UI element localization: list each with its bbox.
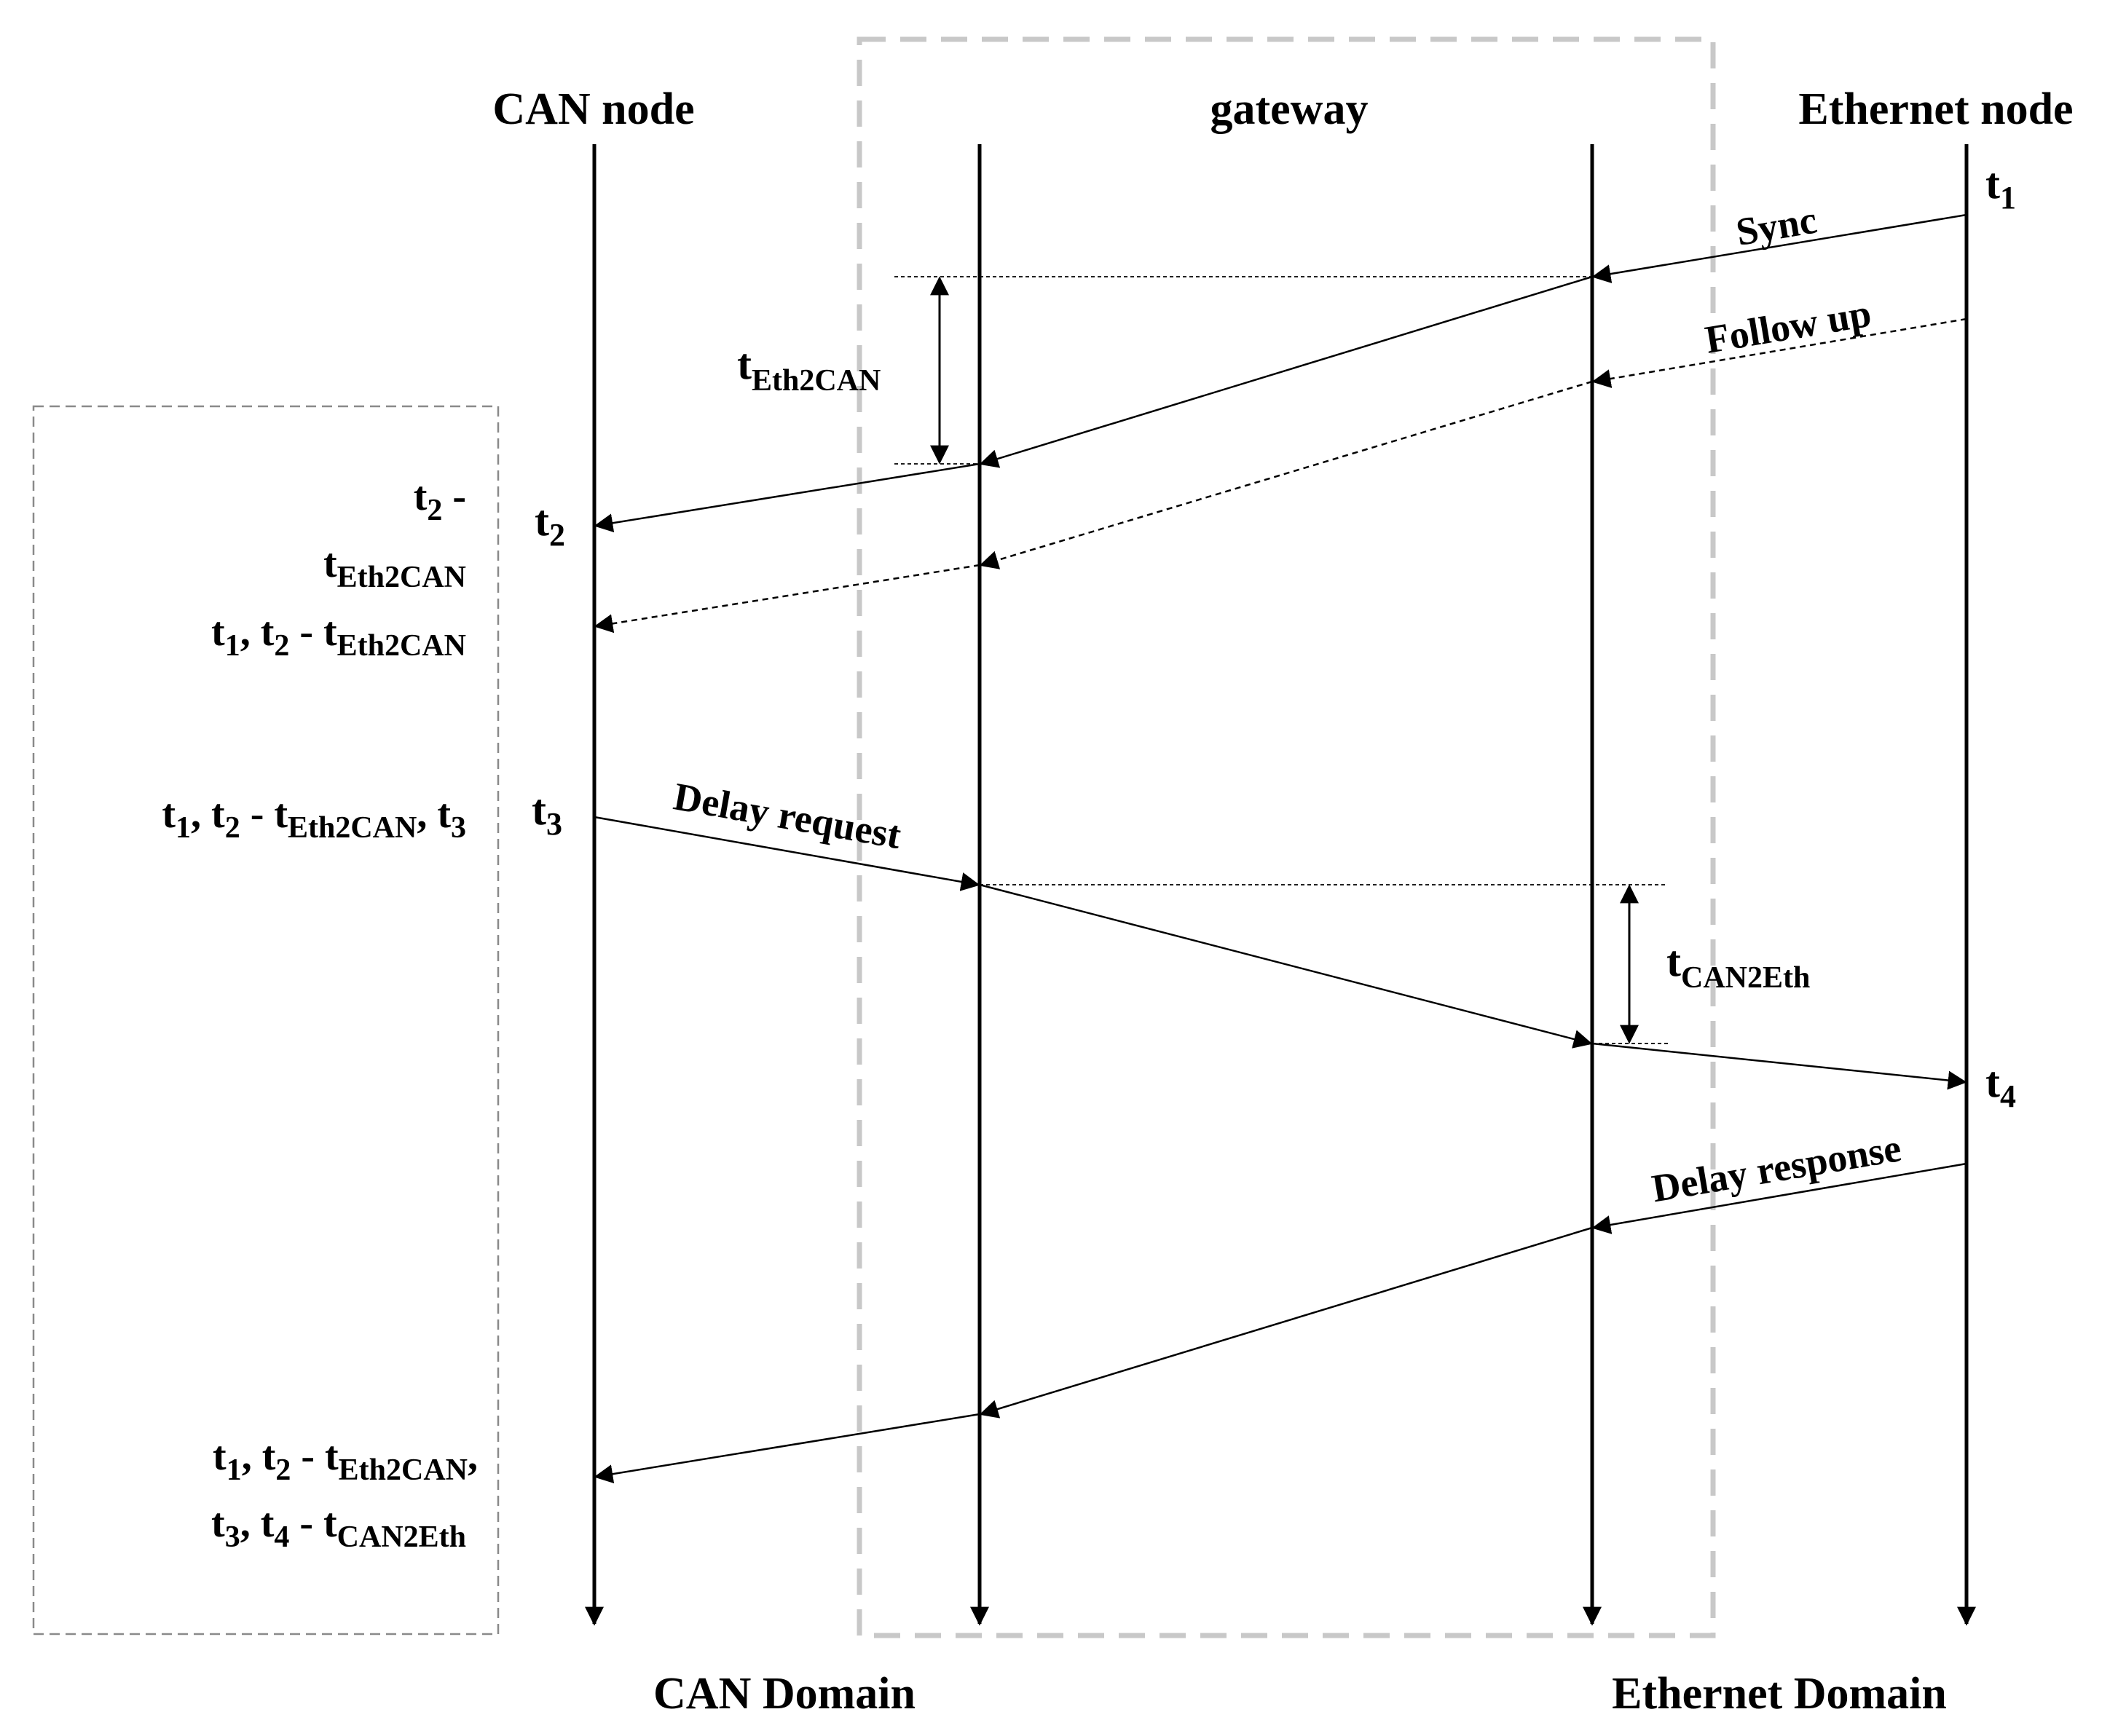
timestamp-t3: t3 bbox=[532, 786, 562, 842]
sync-arrow-gw-internal bbox=[979, 275, 1593, 468]
delayresp-arrow-gw-to-can bbox=[594, 1413, 980, 1484]
footer-ethernet-domain: Ethernet Domain bbox=[1612, 1669, 1947, 1719]
footer-can-domain: CAN Domain bbox=[653, 1669, 916, 1719]
header-ethernet-node: Ethernet node bbox=[1798, 84, 2073, 134]
delayresp-arrow-eth-to-gw bbox=[1591, 1162, 1967, 1234]
delayreq-arrow-can-to-gw bbox=[594, 816, 980, 891]
label-delay-response: Delay response bbox=[1649, 1126, 1905, 1210]
followup-arrow-gw-to-can bbox=[594, 564, 980, 634]
label-delay-request: Delay request bbox=[671, 774, 905, 857]
annotation-final-line2: t3, t4 - tCAN2Eth bbox=[211, 1501, 466, 1554]
timestamp-t4: t4 bbox=[1985, 1058, 2016, 1114]
annotation-final-line1: t1, t2 - tEth2CAN, bbox=[213, 1434, 478, 1487]
timestamp-t1: t1 bbox=[1985, 159, 2016, 216]
sync-arrow-eth-to-gw bbox=[1591, 213, 1967, 283]
followup-arrow-gw-internal bbox=[979, 380, 1593, 569]
delayresp-arrow-gw-internal bbox=[979, 1226, 1593, 1419]
can-node-side-box bbox=[32, 405, 500, 1636]
label-sync: Sync bbox=[1733, 197, 1819, 254]
annotation-after-delay-request: t1, t2 - tEth2CAN, t3 bbox=[162, 792, 466, 845]
label-t-can2eth: tCAN2Eth bbox=[1666, 937, 1810, 995]
label-t-eth2can: tEth2CAN bbox=[737, 340, 881, 398]
label-follow-up: Follow up bbox=[1702, 291, 1874, 362]
annotation-after-sync-line1: t2 - bbox=[414, 474, 466, 527]
followup-arrow-eth-to-gw bbox=[1591, 317, 1967, 388]
delayreq-arrow-gw-to-eth bbox=[1591, 1042, 1967, 1090]
annotation-after-followup: t1, t2 - tEth2CAN bbox=[211, 609, 466, 663]
sync-arrow-gw-to-can bbox=[594, 462, 980, 533]
delayreq-arrow-gw-internal bbox=[979, 883, 1593, 1049]
annotation-after-sync-line2: tEth2CAN bbox=[323, 541, 466, 594]
header-gateway: gateway bbox=[1210, 84, 1369, 134]
gateway-box bbox=[857, 36, 1716, 1638]
header-can-node: CAN node bbox=[492, 84, 694, 134]
timestamp-t2: t2 bbox=[535, 497, 565, 553]
